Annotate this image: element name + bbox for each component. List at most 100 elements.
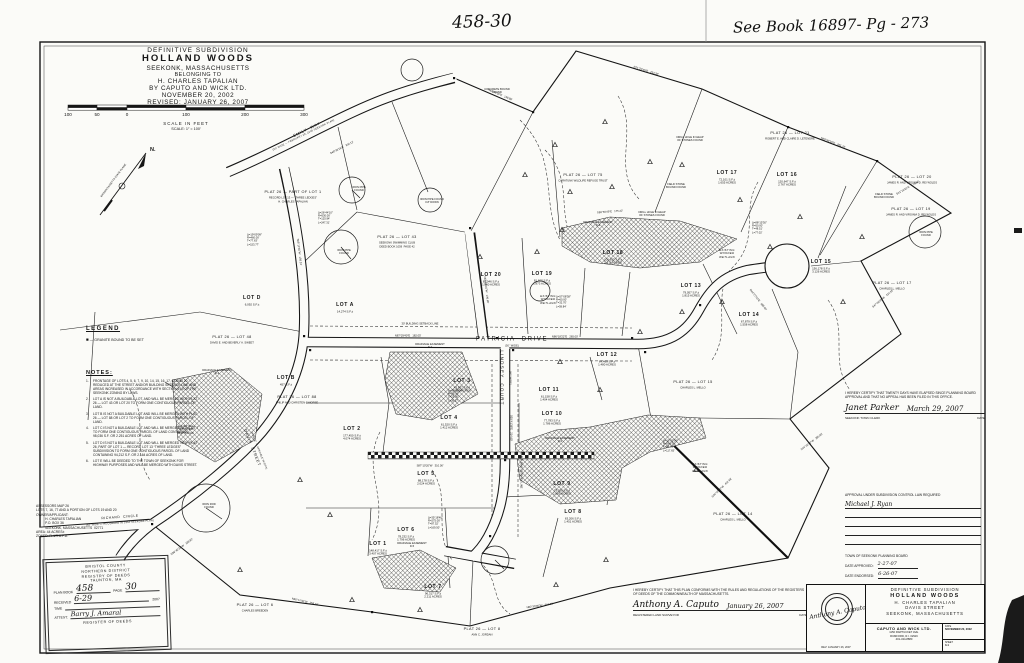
signature-line	[845, 536, 981, 546]
note-item: 2.LOT A IS NOT A BUILDABLE LOT, AND WILL…	[86, 397, 198, 410]
sheet-cell-label: SHEET	[945, 641, 953, 644]
page-label: PAGE	[113, 588, 123, 594]
scale-tick: 300	[300, 112, 308, 117]
sheet-cell-value: 3-1	[945, 644, 949, 647]
surveyor-firm: BY CAPUTO AND WICK LTD.	[149, 85, 247, 93]
sheet-border	[39, 0, 986, 654]
date-cell-label: DATE	[945, 625, 952, 628]
clerk-date: March 29, 2007	[906, 405, 964, 414]
plan-date: NOVEMBER 20, 2002	[161, 92, 235, 100]
plan-book-label: PLAN BOOK	[53, 590, 74, 596]
registry-stamp: BRISTOL COUNTY NORTHERN DISTRICT REGISTR…	[42, 554, 172, 655]
tb-street: DAVIS STREET	[905, 605, 945, 611]
surveyor-label: REGISTERED LAND SURVEYOR	[633, 612, 679, 617]
scale-bar	[67, 104, 305, 111]
scale-tick: 100	[64, 112, 72, 117]
notes-list: 1.FRONTAGE OF LOTS 4, 5, 6, 7, 9, 10, 14…	[86, 379, 199, 468]
approval-block: APPROVAL UNDER SUBDIVISION CONTROL LAW R…	[845, 493, 981, 546]
received-value: 6-29	[74, 594, 150, 604]
registry-stamp-inner: BRISTOL COUNTY NORTHERN DISTRICT REGISTR…	[45, 557, 169, 652]
note-item: 5.LOT D IS NOT A BUILDABLE LOT AND WILL …	[86, 440, 198, 457]
scale-caption: SCALE IN FEET	[163, 121, 209, 126]
title-block-heading: DEFINITIVE SUBDIVISION HOLLAND WOODS H. …	[866, 585, 984, 624]
scale-tick: 200	[241, 112, 249, 117]
north-arrow	[99, 152, 147, 216]
assessors-line: H. CHARLES TAPALIAN	[36, 517, 82, 522]
page-value: 30	[125, 582, 160, 593]
legend: LEGEND ■ — GRANITE BOUND TO BE SET	[86, 326, 206, 342]
lot-lines	[59, 88, 878, 627]
note-item: 1.FRONTAGE OF LOTS 4, 5, 6, 7, 9, 10, 14…	[86, 379, 197, 395]
assessors-line: LOTS 7, 16, 77 AND A PORTION OF LOTS 19 …	[36, 508, 117, 513]
date-label: DATE	[799, 612, 807, 617]
firm-address2: RUMFORD, R.I. 02916	[890, 634, 918, 638]
notes-title: NOTES:	[86, 370, 113, 376]
legend-item-text: — GRANITE BOUND TO BE SET	[88, 338, 144, 342]
surveyor-signature: Anthony A. Caputo	[633, 600, 719, 611]
tb-town: SEEKONK, MASSACHUSETTS	[886, 610, 964, 616]
granite-bound-symbol: ■	[86, 337, 89, 342]
date-cell: DATE NOVEMBER 20, 2002	[943, 624, 984, 640]
seal-inner-ring	[825, 597, 849, 621]
planning-board-block: TOWN OF SEEKONK PLANNING BOARD DATE APPR…	[845, 554, 981, 579]
surveyor-date: January 26, 2007	[726, 602, 784, 611]
scan-artifacts	[998, 228, 1024, 663]
board-name: TOWN OF SEEKONK PLANNING BOARD	[845, 554, 908, 558]
date-endorsed-value: 6-26-07	[878, 571, 919, 579]
board-signature: Michael J. Ryan	[845, 501, 893, 509]
tb-plan-name: HOLLAND WOODS	[890, 592, 960, 599]
note-item: 4.LOT C IS NOT A BUILDABLE LOT AND WILL …	[86, 426, 199, 439]
time-label: TIME	[54, 606, 63, 611]
plan-revision: REVISED: JANUARY 26, 2007	[147, 99, 249, 107]
belonging-to: BELONGING TO	[174, 71, 222, 78]
received-label: RECEIVED	[53, 600, 72, 605]
checkered-easement-band	[367, 451, 595, 460]
signature-line	[845, 527, 981, 537]
plan-name: HOLLAND WOODS	[141, 53, 255, 65]
signature-line	[845, 518, 981, 528]
surveyor-seal-cell: Anthony A. Caputo REV: JANUARY 26, 2007	[807, 585, 866, 651]
assessors-line: ASSESSORS MAP 26	[36, 504, 69, 508]
plan-town: SEEKONK, MASSACHUSETTS	[146, 64, 250, 72]
scale-tick: 100	[182, 112, 190, 117]
date-endorsed-label: DATE ENDORSED:	[845, 574, 875, 578]
assessors-line: SEEKONK, MASSACHUSETTS 02771	[36, 525, 104, 530]
assessors-line: ZONED: R-4/R.A.P.D.	[36, 534, 68, 539]
handwritten-plan-number: 458-30	[451, 10, 513, 34]
seal-icon	[821, 593, 853, 625]
assessors-line: OWNER/APPLICANT:	[36, 512, 69, 517]
attest-label: ATTEST:	[54, 615, 68, 620]
notes-block: NOTES: 1.FRONTAGE OF LOTS 4, 5, 6, 7, 9,…	[86, 370, 199, 471]
signature-line	[845, 509, 981, 519]
detail-callouts	[181, 58, 942, 575]
sheet-cell: SHEET 3-1	[943, 640, 984, 651]
clerk-signature: Janet Parker	[845, 403, 899, 414]
tb-plan-type: DEFINITIVE SUBDIVISION	[890, 587, 960, 592]
date-approved-value: 2-27-07	[877, 561, 918, 569]
title-block-right: DEFINITIVE SUBDIVISION HOLLAND WOODS H. …	[866, 585, 984, 651]
wetland-markers	[237, 119, 865, 613]
owner-name: H. CHARLES TAPALIAN	[157, 77, 239, 85]
north-label: N.	[150, 147, 156, 153]
date-label: DATE	[977, 415, 985, 420]
assessors-line: AREA: 44 ACRES±	[36, 530, 65, 535]
stone-wall-line	[651, 423, 789, 559]
note-item: 3.LOT B IS NOT A BUILDABLE LOT AND WILL …	[86, 411, 197, 424]
surveyor-cert-text: I HEREBY CERTIFY THAT THIS PLAN CONFORMS…	[633, 588, 805, 597]
scale-tick: 0	[125, 112, 129, 117]
received-year: 2007	[152, 596, 160, 602]
cul-de-sac	[764, 243, 810, 289]
clerk-label: SEEKONK TOWN CLERK	[845, 415, 881, 420]
assessors-line: P.O. BOX 36	[36, 521, 64, 526]
granite-bounds	[151, 77, 879, 614]
title-block-top-left: DEFINITIVE SUBDIVISION HOLLAND WOODS SEE…	[75, 47, 321, 106]
firm-address1: 1150 PAWTUCKET AVE.	[889, 631, 919, 634]
date-cell-value: NOVEMBER 20, 2002	[945, 628, 972, 631]
title-block: Anthony A. Caputo REV: JANUARY 26, 2007 …	[806, 584, 985, 652]
clerk-cert-text: I HEREBY CERTIFY THAT TWENTY DAYS HAVE E…	[845, 391, 976, 400]
subdivision-boundary	[151, 50, 953, 627]
surveyor-certification: I HEREBY CERTIFY THAT THIS PLAN CONFORMS…	[633, 588, 807, 617]
